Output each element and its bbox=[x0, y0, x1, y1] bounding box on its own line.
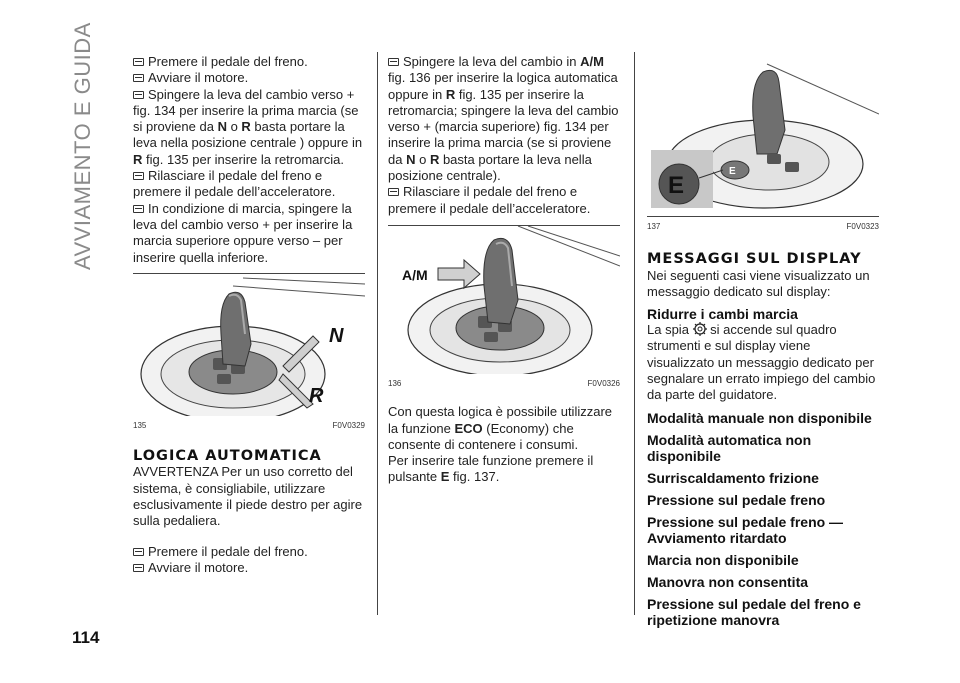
eco-button-illustration: E E bbox=[647, 54, 879, 209]
paragraph: Per inserire tale funzione premere il pu… bbox=[388, 453, 594, 485]
list-item: Spingere la leva del cambio verso + fig.… bbox=[133, 86, 363, 167]
gearbox-warning-icon bbox=[692, 322, 707, 337]
column-divider bbox=[377, 52, 378, 615]
column-1: Premere il pedale del freno. Avviare il … bbox=[133, 54, 365, 576]
bullet-icon bbox=[388, 58, 399, 66]
list-item: Avviare il motore. bbox=[133, 70, 365, 86]
message-heading: Modalità automatica non disponibile bbox=[647, 431, 812, 464]
bullet-icon bbox=[133, 90, 144, 99]
bullet-icon bbox=[133, 172, 144, 181]
section-heading: LOGICA AUTOMATICA bbox=[133, 448, 322, 465]
paragraph: Nei seguenti casi viene visualizzato un … bbox=[647, 267, 870, 299]
list-item: Rilasciare il pedale del freno e premere… bbox=[388, 184, 591, 216]
list-item: Rilasciare il pedale del freno e premere… bbox=[133, 168, 336, 200]
bullet-icon bbox=[133, 547, 144, 556]
message-heading: Pressione sul pedale del freno e ripetiz… bbox=[647, 595, 861, 628]
message-heading: Modalità manuale non disponibile bbox=[647, 409, 872, 426]
paragraph: Con questa logica è possibile utilizzare… bbox=[388, 404, 613, 452]
column-2: Spingere la leva del cambio in A/M fig. … bbox=[388, 54, 620, 486]
message-heading: Ridurre i cambi marcia bbox=[647, 306, 798, 323]
message-heading: Pressione sul pedale freno bbox=[647, 491, 826, 508]
section-side-title: AVVIAMENTO E GUIDA bbox=[70, 22, 95, 270]
svg-text:E: E bbox=[668, 172, 684, 199]
message-heading: Marcia non disponibile bbox=[647, 551, 799, 568]
list-item: In condizione di marcia, spingere la lev… bbox=[133, 200, 353, 265]
list-item: Premere il pedale del freno. bbox=[133, 54, 365, 70]
bullet-icon bbox=[133, 58, 144, 66]
paragraph: AVVERTENZA Per un uso corretto del siste… bbox=[133, 464, 363, 529]
list-item: Premere il pedale del freno. bbox=[133, 544, 365, 560]
svg-text:N: N bbox=[329, 325, 344, 347]
bullet-icon bbox=[133, 204, 144, 213]
page-number: 114 bbox=[72, 628, 100, 647]
svg-text:A/M: A/M bbox=[402, 267, 428, 283]
gear-lever-illustration: N R bbox=[133, 273, 365, 416]
message-heading: Pressione sul pedale freno — Avviamento … bbox=[647, 513, 844, 546]
bullet-icon bbox=[133, 563, 144, 572]
message-heading: Surriscaldamento frizione bbox=[647, 469, 819, 486]
section-heading: MESSAGGI SUL DISPLAY bbox=[647, 251, 862, 268]
paragraph: La spia si accende sul quadro strumenti … bbox=[647, 322, 876, 403]
list-item: Spingere la leva del cambio in A/M fig. … bbox=[388, 54, 619, 184]
bullet-icon bbox=[133, 74, 144, 83]
list-item: Avviare il motore. bbox=[133, 560, 365, 576]
svg-text:E: E bbox=[729, 166, 736, 177]
bullet-icon bbox=[388, 188, 399, 197]
message-heading: Manovra non consentita bbox=[647, 573, 809, 590]
column-divider bbox=[634, 52, 635, 615]
gear-lever-illustration: A/M bbox=[402, 225, 620, 374]
svg-text:R: R bbox=[309, 385, 324, 407]
